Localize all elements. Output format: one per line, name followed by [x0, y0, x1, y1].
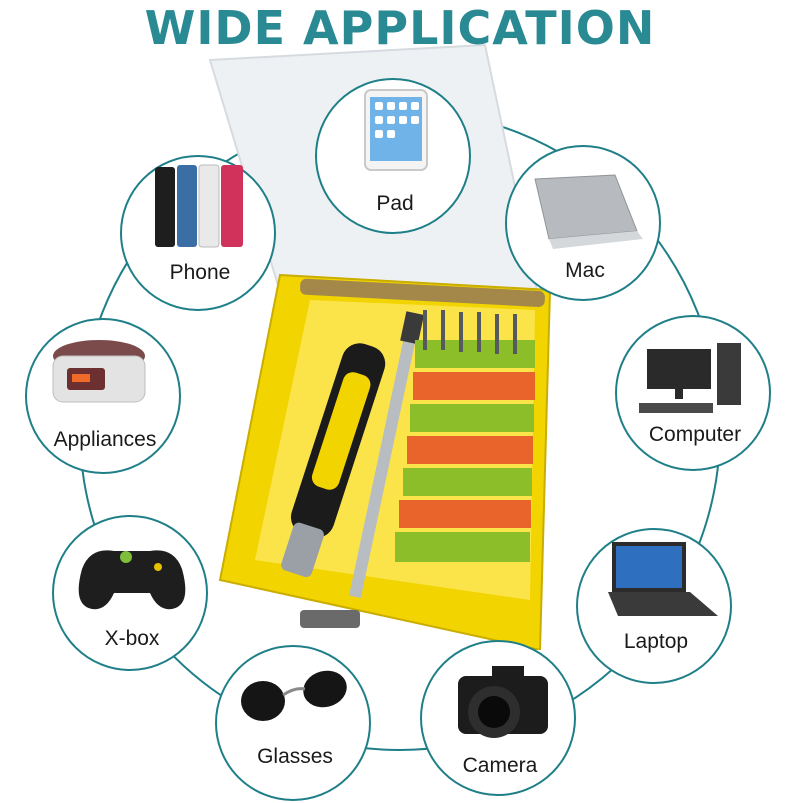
app-bubble-xbox: X-box [52, 515, 208, 671]
app-bubble-phone: Phone [120, 155, 276, 311]
app-label-phone: Phone [169, 261, 231, 284]
app-bubble-pad: Pad [315, 78, 471, 234]
app-label-mac: Mac [565, 259, 605, 282]
camera-icon [458, 666, 548, 738]
desktop-computer-icon [639, 343, 741, 413]
app-label-computer: Computer [648, 423, 742, 446]
app-label-xbox: X-box [104, 627, 160, 650]
rice-cooker-icon [52, 340, 146, 403]
app-bubble-camera: Camera [420, 640, 576, 796]
page-title: WIDE APPLICATION [144, 1, 656, 55]
laptop-icon [608, 542, 718, 616]
app-label-appliances: Appliances [53, 428, 157, 451]
sunglasses-icon [241, 670, 347, 721]
app-label-pad: Pad [376, 192, 414, 215]
app-label-laptop: Laptop [623, 630, 689, 653]
app-bubble-glasses: Glasses [215, 645, 371, 801]
tablet-icon [364, 89, 428, 171]
macbook-icon [534, 174, 643, 249]
game-controller-icon [78, 550, 186, 610]
app-label-glasses: Glasses [257, 745, 333, 768]
app-bubble-computer: Computer [615, 315, 771, 471]
app-bubble-mac: Mac [505, 145, 661, 301]
app-bubble-appliances: Appliances [25, 318, 181, 474]
app-bubble-laptop: Laptop [576, 528, 732, 684]
smartphones-icon [155, 164, 243, 248]
app-label-camera: Camera [462, 754, 538, 777]
